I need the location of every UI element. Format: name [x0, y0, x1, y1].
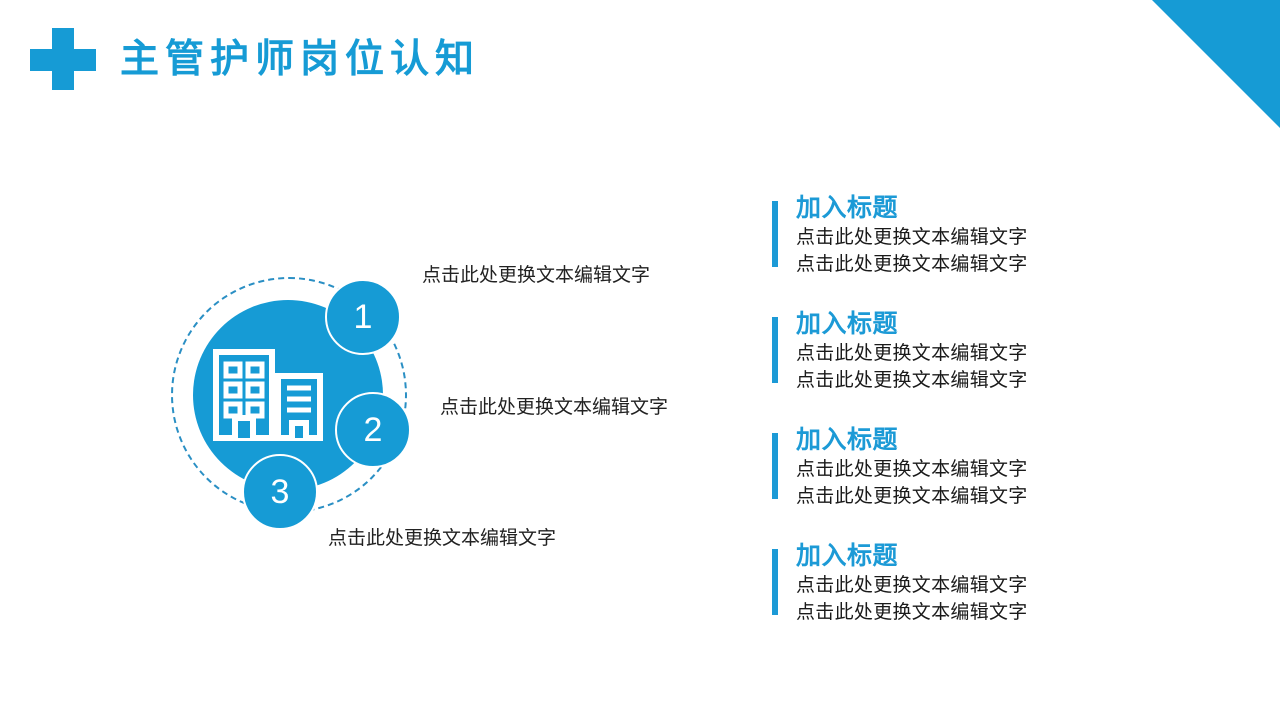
accent-bar-1 — [772, 201, 778, 267]
text-block-2: 加入标题 点击此处更换文本编辑文字 点击此处更换文本编辑文字 — [772, 308, 1192, 394]
text-block-3-line-1: 点击此处更换文本编辑文字 — [796, 459, 1028, 480]
diagram-node-1-number: 1 — [353, 298, 373, 336]
right-text-panel: 加入标题 点击此处更换文本编辑文字 点击此处更换文本编辑文字 加入标题 点击此处… — [772, 192, 1192, 626]
slide-header: 主管护师岗位认知 — [30, 28, 480, 90]
text-block-1-line-2: 点击此处更换文本编辑文字 — [796, 254, 1028, 275]
text-block-4-line-1: 点击此处更换文本编辑文字 — [796, 575, 1028, 596]
text-block-3: 加入标题 点击此处更换文本编辑文字 点击此处更换文本编辑文字 — [772, 424, 1192, 510]
cross-vertical-bar — [52, 28, 74, 90]
diagram-node-3-label: 点击此处更换文本编辑文字 — [328, 528, 557, 549]
diagram-node-1[interactable]: 1 — [325, 279, 401, 355]
text-block-2-line-1: 点击此处更换文本编辑文字 — [796, 343, 1028, 364]
corner-triangle-decoration — [1152, 0, 1280, 128]
text-block-3-line-2: 点击此处更换文本编辑文字 — [796, 486, 1028, 507]
diagram-node-3-number: 3 — [270, 473, 290, 511]
diagram-node-2[interactable]: 2 — [335, 392, 411, 468]
medical-cross-icon — [30, 28, 96, 90]
diagram-node-2-label: 点击此处更换文本编辑文字 — [440, 397, 669, 418]
accent-bar-2 — [772, 317, 778, 383]
diagram-node-1-label: 点击此处更换文本编辑文字 — [422, 265, 651, 286]
text-block-1-title: 加入标题 — [796, 194, 899, 222]
circular-diagram: 1 2 3 点击此处更换文本编辑文字 点击此处更换文本编辑文字 点击此处更换文本… — [150, 250, 730, 630]
text-block-2-title: 加入标题 — [796, 310, 899, 338]
text-block-4: 加入标题 点击此处更换文本编辑文字 点击此处更换文本编辑文字 — [772, 540, 1192, 626]
diagram-node-3[interactable]: 3 — [242, 454, 318, 530]
accent-bar-4 — [772, 549, 778, 615]
text-block-3-title: 加入标题 — [796, 426, 899, 454]
page-title: 主管护师岗位认知 — [120, 37, 481, 81]
text-block-1: 加入标题 点击此处更换文本编辑文字 点击此处更换文本编辑文字 — [772, 192, 1192, 278]
text-block-1-line-1: 点击此处更换文本编辑文字 — [796, 227, 1028, 248]
text-block-4-line-2: 点击此处更换文本编辑文字 — [796, 602, 1028, 623]
text-block-4-title: 加入标题 — [796, 542, 899, 570]
diagram-node-2-number: 2 — [363, 411, 383, 449]
office-building-icon — [213, 349, 323, 441]
accent-bar-3 — [772, 433, 778, 499]
text-block-2-line-2: 点击此处更换文本编辑文字 — [796, 370, 1028, 391]
